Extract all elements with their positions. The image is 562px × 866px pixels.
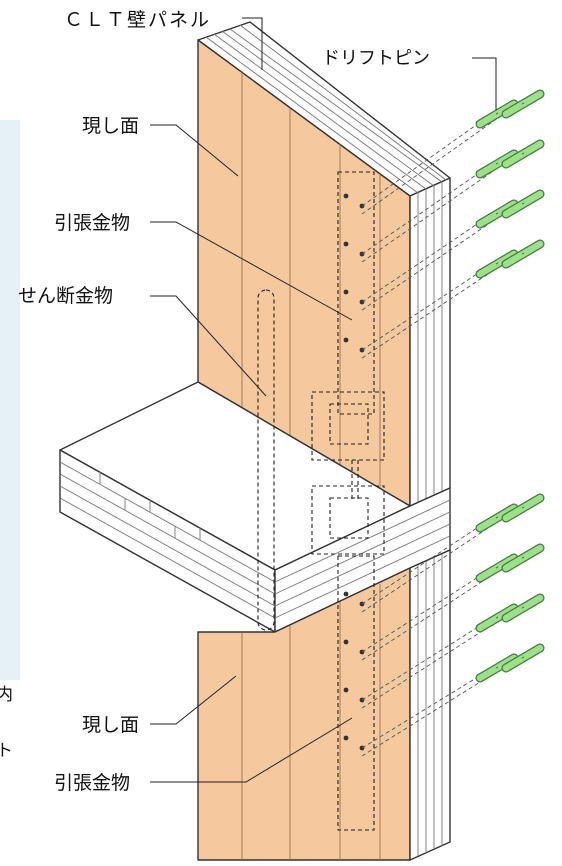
label-face-top: 現し面: [82, 115, 139, 137]
label-clt-panel: ＣＬＴ壁パネル: [64, 9, 211, 31]
upper-wall-panel: [197, 21, 451, 507]
drift-pins-upper: [480, 94, 540, 274]
edge-fragment-1: 内: [0, 685, 13, 705]
lower-wall-panel: [197, 549, 451, 861]
edge-fragment-2: ト: [0, 741, 13, 761]
shear-connector-rod: [257, 289, 275, 631]
left-edge-tint: [0, 120, 20, 680]
label-drift-pin: ドリフトピン: [322, 48, 430, 69]
floor-slab: [59, 381, 451, 633]
lower-tension-plate: [337, 555, 375, 831]
upper-panel-side-laminations: [417, 182, 443, 503]
label-tension-top: 引張金物: [54, 212, 130, 234]
upper-panel-board-seams: [241, 72, 381, 488]
label-tension-bottom: 引張金物: [54, 772, 130, 794]
label-shear: せん断金物: [18, 285, 113, 307]
lower-panel-board-seams: [241, 584, 381, 860]
lower-anchor-bracket: [311, 485, 385, 555]
label-face-bottom: 現し面: [82, 714, 139, 736]
upper-panel-top-laminations: [205, 24, 447, 194]
floor-slab-laminations: [59, 461, 451, 619]
drift-pins-lower: [480, 498, 540, 678]
lower-panel-side-edge: [409, 549, 451, 861]
upper-anchor-bracket: [311, 391, 385, 461]
hidden-hardware: [257, 171, 385, 831]
leader-lines: [150, 17, 497, 783]
upper-tension-plate: [337, 171, 375, 415]
upper-panel-side-edge: [409, 177, 451, 507]
